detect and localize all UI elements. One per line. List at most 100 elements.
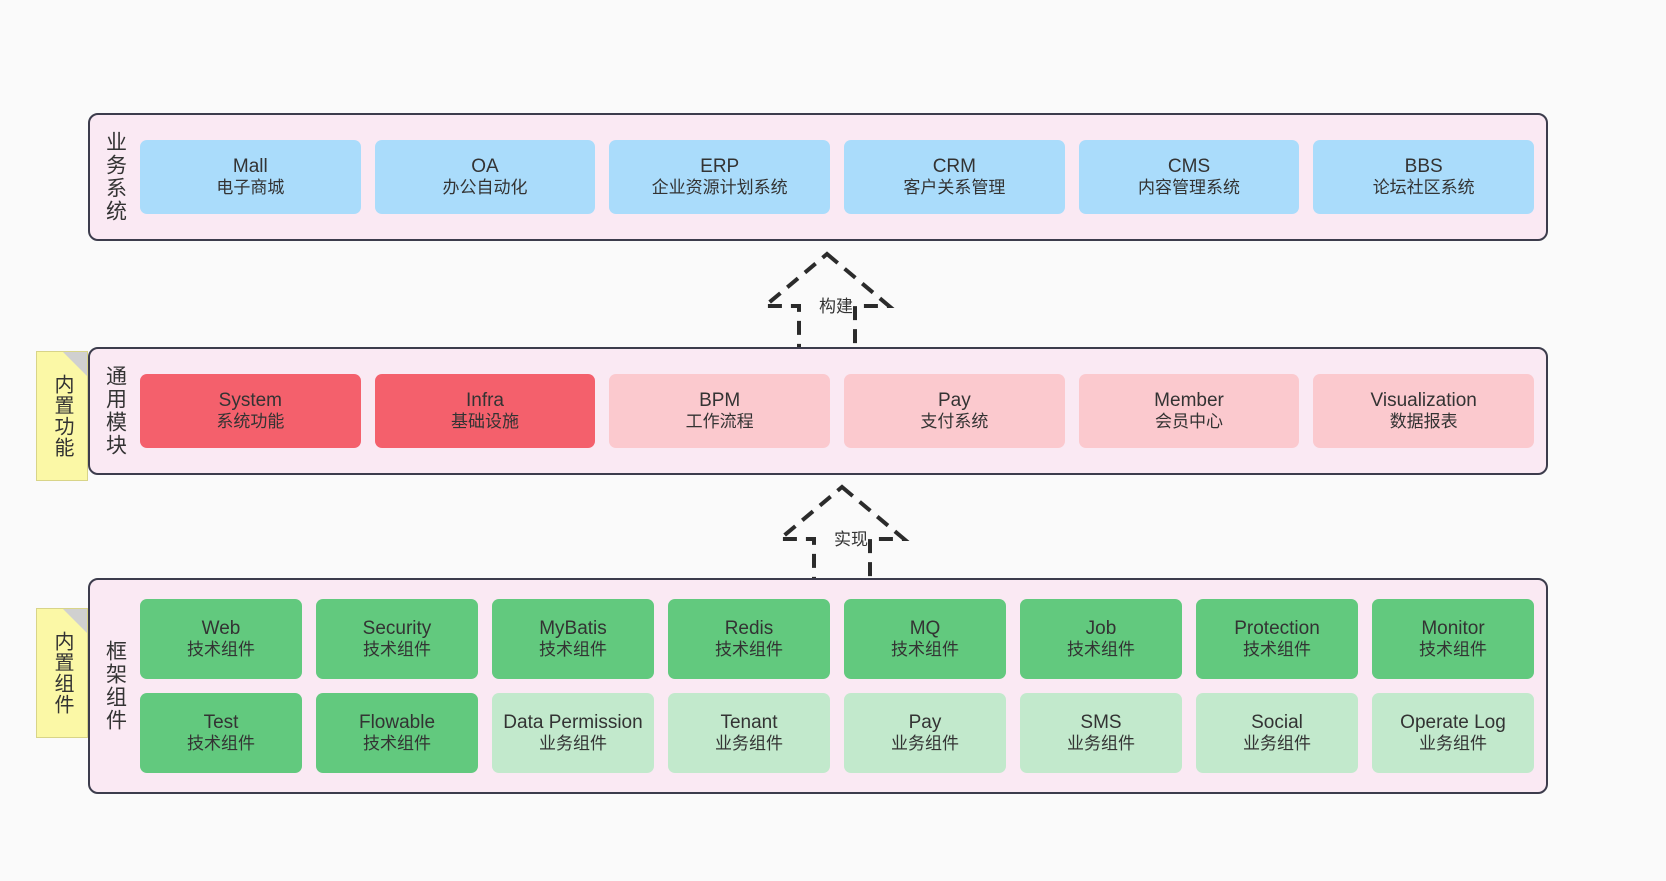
- card-title-cn: 业务组件: [1243, 734, 1311, 754]
- card-title-en: MyBatis: [539, 618, 607, 640]
- card-title-en: OA: [471, 156, 499, 178]
- card-title-cn: 客户关系管理: [903, 178, 1006, 198]
- arrow-build: 构建: [737, 250, 917, 352]
- card-title-en: BPM: [699, 390, 741, 412]
- layer-business-systems: 业务系统 Mall 电子商城 OA 办公自动化 ERP 企业资源计划系统 CRM…: [88, 113, 1548, 241]
- card-title-en: Tenant: [720, 712, 778, 734]
- layer-body: Mall 电子商城 OA 办公自动化 ERP 企业资源计划系统 CRM 客户关系…: [140, 115, 1546, 239]
- card-title-en: ERP: [700, 156, 740, 178]
- card-system[interactable]: System 系统功能: [140, 374, 361, 448]
- card-operate-log[interactable]: Operate Log 业务组件: [1372, 693, 1534, 773]
- card-title-en: CRM: [932, 156, 976, 178]
- card-title-cn: 技术组件: [1419, 640, 1487, 660]
- card-title-cn: 业务组件: [715, 734, 783, 754]
- card-title-en: Redis: [724, 618, 774, 640]
- arrow-implement: 实现: [752, 483, 932, 585]
- card-title-cn: 技术组件: [187, 734, 255, 754]
- card-title-cn: 技术组件: [715, 640, 783, 660]
- card-bbs[interactable]: BBS 论坛社区系统: [1313, 140, 1535, 214]
- card-title-cn: 业务组件: [891, 734, 959, 754]
- card-web[interactable]: Web 技术组件: [140, 599, 302, 679]
- arrow-label: 实现: [834, 530, 868, 549]
- card-social[interactable]: Social 业务组件: [1196, 693, 1358, 773]
- card-title-cn: 工作流程: [685, 412, 754, 432]
- card-title-en: Flowable: [358, 712, 436, 734]
- card-title-cn: 数据报表: [1389, 412, 1458, 432]
- card-title-cn: 业务组件: [539, 734, 607, 754]
- card-title-cn: 企业资源计划系统: [651, 178, 788, 198]
- card-title-cn: 电子商城: [216, 178, 285, 198]
- card-title-en: Pay: [937, 390, 971, 412]
- layer-body: System 系统功能 Infra 基础设施 BPM 工作流程 Pay 支付系统…: [140, 349, 1546, 473]
- card-row: Mall 电子商城 OA 办公自动化 ERP 企业资源计划系统 CRM 客户关系…: [140, 140, 1535, 214]
- card-title-cn: 系统功能: [216, 412, 285, 432]
- card-title-cn: 技术组件: [1243, 640, 1311, 660]
- card-mall[interactable]: Mall 电子商城: [140, 140, 361, 214]
- card-tenant[interactable]: Tenant 业务组件: [668, 693, 830, 773]
- card-title-en: Protection: [1234, 618, 1320, 640]
- card-title-cn: 技术组件: [1067, 640, 1135, 660]
- card-row: System 系统功能 Infra 基础设施 BPM 工作流程 Pay 支付系统…: [140, 374, 1535, 448]
- card-title-en: Job: [1085, 618, 1117, 640]
- card-title-en: BBS: [1404, 156, 1443, 178]
- layer-title: 业务系统: [103, 131, 127, 223]
- card-monitor[interactable]: Monitor 技术组件: [1372, 599, 1534, 679]
- card-crm[interactable]: CRM 客户关系管理: [844, 140, 1065, 214]
- card-redis[interactable]: Redis 技术组件: [668, 599, 830, 679]
- card-security[interactable]: Security 技术组件: [316, 599, 478, 679]
- card-title-en: Web: [201, 618, 241, 640]
- card-title-en: MQ: [909, 618, 941, 640]
- card-mq[interactable]: MQ 技术组件: [844, 599, 1006, 679]
- card-title-en: System: [218, 390, 283, 412]
- card-bpm[interactable]: BPM 工作流程: [609, 374, 831, 448]
- layer-common-modules: 通用模块 System 系统功能 Infra 基础设施 BPM 工作流程 Pay…: [88, 347, 1548, 475]
- card-title-cn: 内容管理系统: [1138, 178, 1241, 198]
- card-title-cn: 业务组件: [1419, 734, 1487, 754]
- card-title-en: Operate Log: [1400, 712, 1506, 734]
- card-title-cn: 技术组件: [891, 640, 959, 660]
- card-test[interactable]: Test 技术组件: [140, 693, 302, 773]
- card-pay-component[interactable]: Pay 业务组件: [844, 693, 1006, 773]
- card-title-cn: 会员中心: [1155, 412, 1224, 432]
- card-job[interactable]: Job 技术组件: [1020, 599, 1182, 679]
- card-title-en: Security: [362, 618, 432, 640]
- card-member[interactable]: Member 会员中心: [1078, 374, 1300, 448]
- card-infra[interactable]: Infra 基础设施: [374, 374, 596, 448]
- card-title-en: Visualization: [1370, 390, 1477, 412]
- sticky-note-builtin-components: 内置组件: [36, 608, 88, 738]
- card-title-cn: 技术组件: [363, 640, 431, 660]
- card-erp[interactable]: ERP 企业资源计划系统: [609, 140, 831, 214]
- card-title-cn: 技术组件: [363, 734, 431, 754]
- card-mybatis[interactable]: MyBatis 技术组件: [492, 599, 654, 679]
- card-cms[interactable]: CMS 内容管理系统: [1078, 140, 1300, 214]
- card-flowable[interactable]: Flowable 技术组件: [316, 693, 478, 773]
- card-protection[interactable]: Protection 技术组件: [1196, 599, 1358, 679]
- card-visualization[interactable]: Visualization 数据报表: [1313, 374, 1535, 448]
- card-title-en: Infra: [465, 390, 505, 412]
- layer-framework-components: 框架组件 Web 技术组件 Security 技术组件 MyBatis 技术组件…: [88, 578, 1548, 794]
- card-title-en: Member: [1154, 390, 1224, 412]
- layer-title: 通用模块: [103, 365, 127, 457]
- layer-title: 框架组件: [103, 640, 127, 732]
- card-row: Web 技术组件 Security 技术组件 MyBatis 技术组件 Redi…: [140, 599, 1534, 679]
- card-title-cn: 支付系统: [920, 412, 989, 432]
- card-title-cn: 基础设施: [451, 412, 519, 432]
- card-title-en: Social: [1251, 712, 1303, 734]
- card-title-cn: 技术组件: [187, 640, 255, 660]
- card-title-en: Pay: [908, 712, 942, 734]
- card-data-permission[interactable]: Data Permission 业务组件: [492, 693, 654, 773]
- card-pay[interactable]: Pay 支付系统: [844, 374, 1065, 448]
- layer-body: Web 技术组件 Security 技术组件 MyBatis 技术组件 Redi…: [140, 580, 1546, 792]
- card-sms[interactable]: SMS 业务组件: [1020, 693, 1182, 773]
- card-title-en: Monitor: [1421, 618, 1485, 640]
- card-title-en: CMS: [1167, 156, 1211, 178]
- card-oa[interactable]: OA 办公自动化: [374, 140, 596, 214]
- card-title-en: Data Permission: [503, 712, 643, 734]
- sticky-note-builtin-features: 内置功能: [36, 351, 88, 481]
- card-row: Test 技术组件 Flowable 技术组件 Data Permission …: [140, 693, 1534, 773]
- card-title-cn: 办公自动化: [442, 178, 528, 198]
- card-title-cn: 技术组件: [539, 640, 607, 660]
- sticky-note-label: 内置功能: [51, 374, 73, 458]
- card-title-en: Mall: [232, 156, 268, 178]
